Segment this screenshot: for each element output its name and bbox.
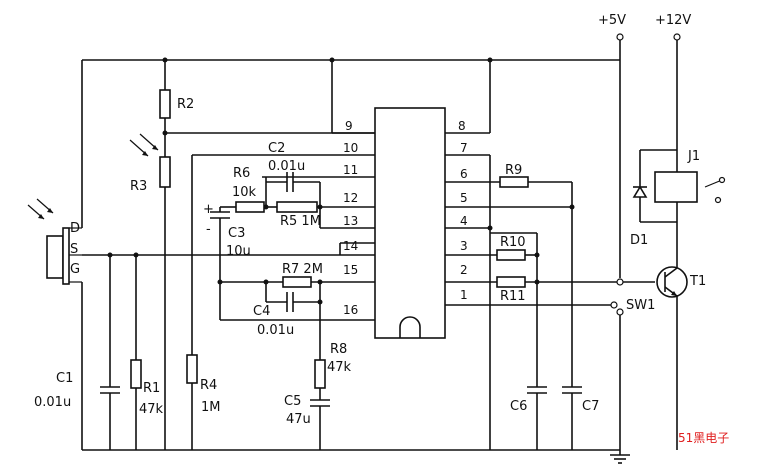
label-5v: +5V	[598, 13, 626, 28]
c3-minus: -	[206, 222, 211, 237]
value-r6: 10k	[232, 185, 257, 200]
capacitor-c1	[100, 255, 120, 450]
pin-11: 11	[343, 163, 358, 177]
label-sw1: SW1	[626, 298, 655, 313]
ic-chip	[374, 107, 446, 339]
label-c7: C7	[582, 399, 599, 414]
pin-9: 9	[345, 119, 353, 133]
value-c5: 47u	[286, 412, 311, 427]
capacitor-c3	[210, 207, 375, 321]
label-r10: R10	[500, 235, 526, 250]
value-r8: 47k	[327, 360, 352, 375]
diode-d1	[632, 185, 648, 198]
value-c1: 0.01u	[34, 395, 71, 410]
switch-sw1	[610, 278, 624, 455]
label-c4: C4	[253, 304, 270, 319]
pin-12: 12	[343, 191, 358, 205]
label-d1: D1	[630, 233, 648, 248]
pin-8: 8	[458, 119, 466, 133]
top-rail-wires	[81, 40, 678, 278]
photosensor	[27, 198, 82, 285]
sensor-pin-g: G	[70, 262, 80, 277]
value-r4: 1M	[201, 400, 221, 415]
resistor-r2-r3	[129, 60, 375, 450]
label-r3: R3	[130, 179, 147, 194]
pin-6: 6	[460, 167, 468, 181]
vcc12-terminal	[673, 33, 681, 41]
pin-10: 10	[343, 141, 358, 155]
ground-symbol	[610, 454, 630, 464]
label-r8: R8	[330, 342, 347, 357]
pin-7: 7	[460, 141, 468, 155]
r7-c4-network	[220, 276, 375, 312]
label-j1: J1	[687, 149, 700, 164]
sensor-pin-d: D	[70, 221, 80, 236]
value-c2: 0.01u	[268, 159, 305, 174]
resistor-r6	[220, 201, 266, 213]
transistor-t1	[656, 266, 688, 450]
resistor-r4	[186, 154, 375, 450]
value-c4: 0.01u	[257, 323, 294, 338]
label-r11: R11	[500, 289, 526, 304]
value-c3: 10u	[226, 244, 251, 259]
label-12v: +12V	[655, 13, 691, 28]
label-r2: R2	[177, 97, 194, 112]
label-r9: R9	[505, 163, 522, 178]
label-c3: C3	[228, 226, 245, 241]
watermark-logo: 51黑电子	[678, 431, 729, 445]
c2-r5-network	[262, 172, 375, 213]
label-r6: R6	[233, 166, 250, 181]
pin-3: 3	[460, 239, 468, 253]
pin-1: 1	[460, 288, 468, 302]
r8-c5-branch	[310, 302, 330, 450]
label-c5: C5	[284, 394, 301, 409]
resistor-r1	[130, 255, 142, 450]
pin-4: 4	[460, 214, 468, 228]
pin-5: 5	[460, 191, 468, 205]
label-r5: R5 1M	[280, 214, 321, 229]
value-r1: 47k	[139, 402, 164, 417]
label-r4: R4	[200, 378, 217, 393]
pin-16: 16	[343, 303, 358, 317]
pin-14: 14	[343, 239, 358, 253]
label-c6: C6	[510, 399, 527, 414]
label-r7: R7 2M	[282, 262, 323, 277]
label-c2: C2	[268, 141, 285, 156]
sensor-pin-s: S	[70, 242, 78, 257]
label-c1: C1	[56, 371, 73, 386]
label-r1: R1	[143, 381, 160, 396]
capacitors-c6-c7	[527, 386, 582, 450]
pin-2: 2	[460, 263, 468, 277]
c3-plus: +	[203, 202, 214, 217]
label-t1: T1	[689, 274, 706, 289]
ic-right-pins	[445, 60, 655, 450]
pin-15: 15	[343, 263, 358, 277]
pin-13: 13	[343, 214, 358, 228]
relay-j1	[639, 149, 726, 268]
vcc5-terminal	[616, 33, 624, 41]
signal-wires	[81, 254, 620, 451]
